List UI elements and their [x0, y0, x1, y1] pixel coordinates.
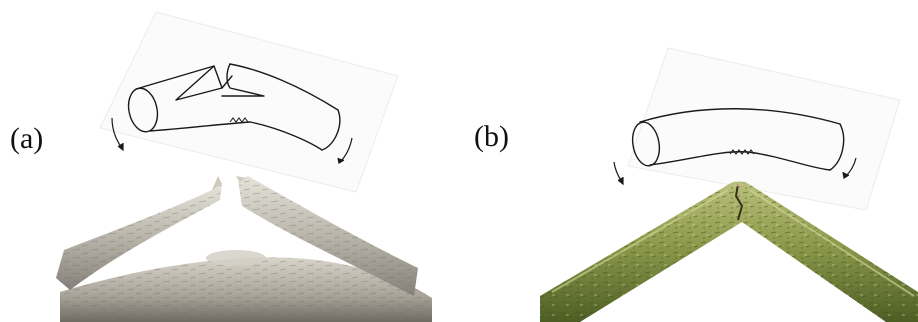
schematic-a-paper	[100, 12, 398, 192]
schematic-b-paper	[628, 48, 900, 210]
schematic-b-arrow-left-icon	[614, 162, 623, 184]
photo-a-bulge	[206, 250, 266, 266]
schematic-b	[614, 48, 900, 210]
schematic-a	[100, 12, 398, 192]
photo-a-broken-branch	[56, 176, 432, 322]
